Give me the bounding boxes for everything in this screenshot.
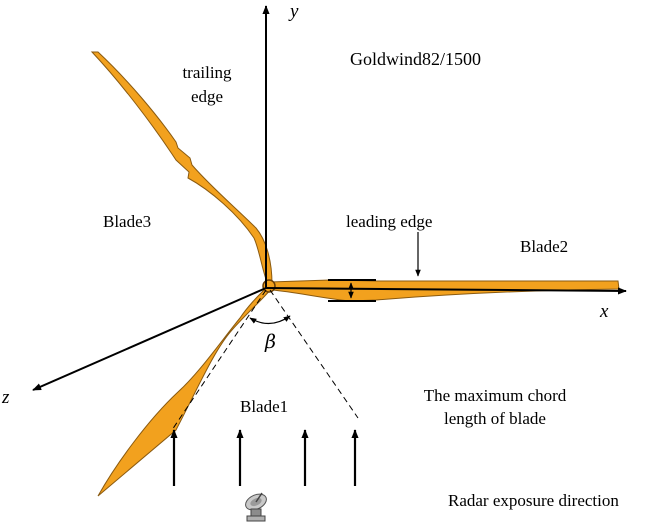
max-chord-label-line2: length of blade — [444, 409, 546, 428]
trailing-edge-label-line2: edge — [190, 87, 224, 106]
x-axis — [265, 287, 627, 295]
z-axis-label: z — [2, 387, 10, 408]
angle-arc — [249, 315, 291, 325]
z-axis — [32, 287, 267, 391]
dashed-line-right — [269, 289, 359, 419]
x-axis-label: x — [600, 301, 609, 322]
trailing-edge-label-line1: trailing — [182, 63, 232, 82]
y-axis-label: y — [290, 1, 299, 22]
max-chord-label-line1: The maximum chord — [423, 386, 567, 405]
blade2-shape — [269, 279, 620, 302]
hub — [262, 279, 276, 293]
blade1-label: Blade1 — [240, 397, 289, 416]
radar-antenna-icon — [245, 492, 267, 522]
diagram-title: Goldwind82/1500 — [350, 49, 482, 69]
angle-beta-label: β — [265, 331, 276, 353]
dashed-line-left — [171, 289, 267, 431]
blade3-label: Blade3 — [103, 212, 152, 231]
blade3-shape — [90, 51, 273, 286]
blade2-label: Blade2 — [520, 237, 569, 256]
radar-direction-label: Radar exposure direction — [448, 491, 619, 510]
blade1-shape — [97, 287, 274, 497]
leading-edge-label: leading edge — [346, 212, 433, 231]
